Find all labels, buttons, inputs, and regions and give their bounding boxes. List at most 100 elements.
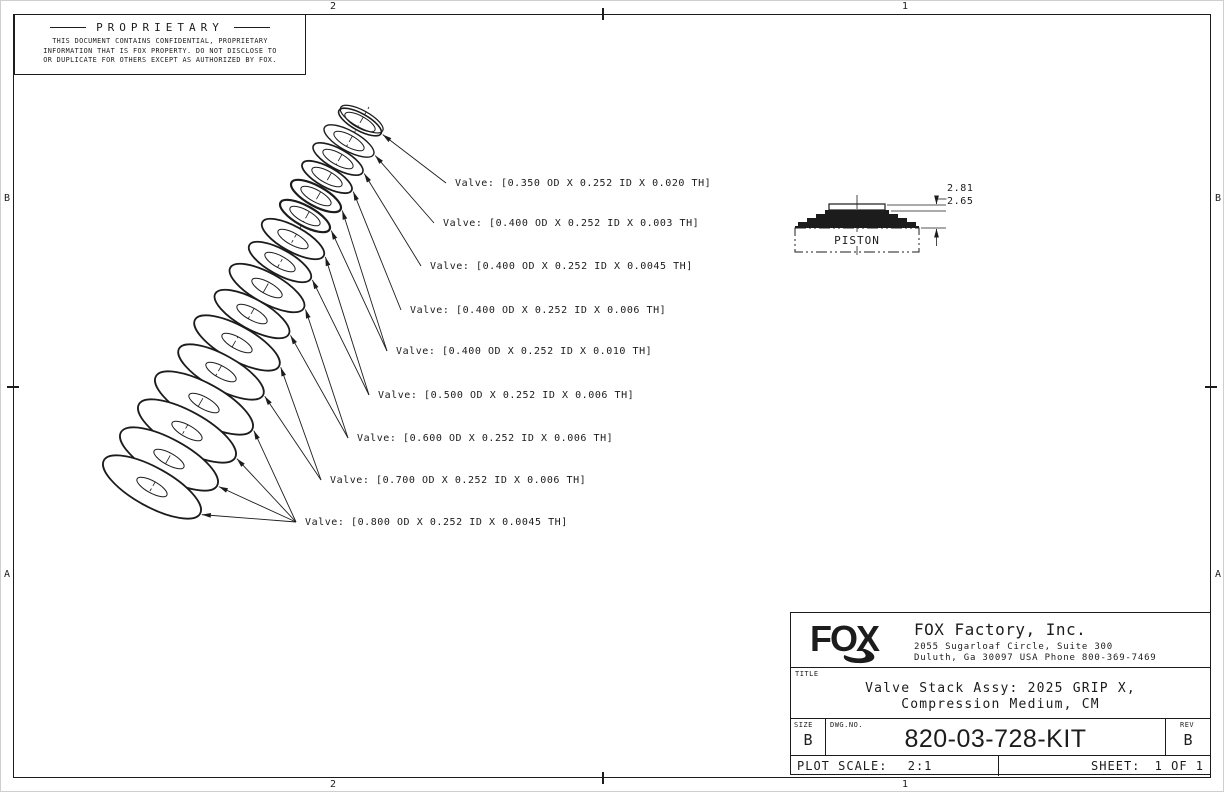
leader-arrow	[305, 309, 311, 319]
valve-disc-top-face	[339, 104, 384, 134]
size-label: SIZE	[794, 721, 813, 729]
fox-logo: FOX	[810, 618, 882, 664]
title-block: FOX FOX Factory, Inc. 2055 Sugarloaf Cir…	[790, 612, 1211, 776]
valve-disc-fill	[248, 241, 312, 283]
zone-label-left-a: A	[3, 569, 11, 580]
leader-line	[330, 230, 388, 352]
dwg-cell: DWG.NO. 820-03-728-KIT	[826, 719, 1166, 755]
valve-disc-hole	[153, 448, 185, 470]
piston-label-bg	[830, 233, 884, 246]
valve-disc-outline	[301, 159, 353, 195]
valve-disc-fill	[261, 218, 325, 260]
zone-label-left-b: B	[3, 193, 11, 204]
drawing-title-line-1: Valve Stack Assy: 2025 GRIP X,	[865, 681, 1136, 696]
dwg-number: 820-03-728-KIT	[904, 725, 1087, 753]
valve-disc-outline	[247, 240, 313, 284]
valve-disc-fill	[324, 124, 374, 158]
valve-disc-hole	[188, 392, 220, 414]
fox-logo-tail	[843, 648, 875, 664]
dwg-label: DWG.NO.	[830, 721, 864, 729]
leader-line	[363, 173, 422, 267]
leader-line	[324, 256, 370, 396]
valve-disc-fill	[194, 315, 280, 371]
valve-disc-hole	[322, 148, 354, 170]
valve-disc-outline	[289, 178, 343, 214]
valve-disc-fill	[137, 399, 237, 463]
title-block-company-row: FOX FOX Factory, Inc. 2055 Sugarloaf Cir…	[791, 613, 1210, 668]
leader-line	[382, 134, 447, 184]
zone-label-bottom-1: 1	[901, 779, 909, 790]
leader-line	[352, 191, 402, 311]
rev-cell: REV B	[1166, 719, 1210, 755]
leader-arrow	[325, 256, 331, 267]
leader-arrow	[253, 430, 260, 440]
sheet-border	[13, 14, 1211, 778]
leader-arrow	[353, 191, 359, 201]
proprietary-heading: PROPRIETARY	[15, 21, 305, 34]
leader-arrow	[218, 486, 229, 493]
size-value: B	[803, 731, 813, 749]
leader-arrow	[264, 396, 272, 406]
valve-disc-outline	[260, 217, 326, 261]
valve-disc-hole	[344, 111, 376, 133]
sheet-label: SHEET:	[1091, 759, 1141, 773]
company-name: FOX Factory, Inc.	[914, 620, 1087, 639]
plot-scale-label: PLOT SCALE:	[797, 759, 888, 773]
valve-disc-fill	[291, 179, 341, 213]
valve-disc-fill	[178, 344, 264, 400]
heading-dash-left	[50, 26, 87, 29]
title-block-scale-row: PLOT SCALE: 2:1 SHEET: 1 OF 1	[791, 756, 1210, 776]
zone-label-right-a: A	[1214, 569, 1222, 580]
zone-label-right-b: B	[1214, 193, 1222, 204]
sheet-value: 1 OF 1	[1154, 759, 1204, 773]
valve-disc-fill	[102, 455, 202, 519]
valve-disc-hole	[251, 277, 283, 299]
valve-disc-hole	[171, 420, 203, 442]
company-address-1: 2055 Sugarloaf Circle, Suite 300	[914, 642, 1113, 652]
title-block-number-row: SIZE B DWG.NO. 820-03-728-KIT REV B	[791, 719, 1210, 756]
zone-tick-top	[602, 8, 604, 20]
valve-disc-fill	[313, 142, 363, 176]
proprietary-notice: PROPRIETARY THIS DOCUMENT CONTAINS CONFI…	[14, 14, 306, 75]
valve-disc-hole	[300, 185, 332, 207]
proprietary-line-3: OR DUPLICATE FOR OTHERS EXCEPT AS AUTHOR…	[43, 56, 277, 64]
leader-line	[236, 458, 297, 523]
leader-arrow	[201, 512, 212, 518]
valve-disc-hole	[205, 361, 237, 383]
zone-tick-right	[1205, 386, 1217, 388]
title-label: TITLE	[795, 670, 819, 678]
plot-scale-cell: PLOT SCALE: 2:1	[791, 756, 999, 776]
leader-line	[218, 486, 297, 523]
leader-arrow	[312, 279, 319, 290]
zone-label-bottom-2: 2	[329, 779, 337, 790]
valve-disc-outline	[323, 124, 375, 158]
valve-disc-hole	[277, 228, 309, 250]
leader-arrow	[236, 458, 245, 467]
leader-line	[290, 335, 349, 439]
proprietary-line-2: INFORMATION THAT IS FOX PROPERTY. DO NOT…	[43, 46, 277, 55]
leader-arrow	[290, 335, 297, 345]
leader-line	[253, 430, 297, 523]
leader-arrow	[382, 134, 392, 142]
valve-disc-hole	[289, 205, 321, 227]
valve-disc-outline	[102, 454, 202, 520]
dim-arrow-up	[934, 228, 939, 238]
leader-line	[311, 279, 370, 396]
valve-disc-fill	[280, 199, 330, 233]
plot-scale-value: 2:1	[907, 759, 933, 773]
size-cell: SIZE B	[791, 719, 826, 755]
zone-label-top-1: 1	[901, 1, 909, 12]
valve-disc-outline	[312, 142, 364, 176]
leader-arrow	[331, 230, 338, 240]
rev-value: B	[1183, 731, 1193, 749]
leader-line	[264, 395, 322, 481]
leader-line	[201, 514, 297, 523]
leader-arrow	[364, 173, 371, 183]
proprietary-line-1: THIS DOCUMENT CONTAINS CONFIDENTIAL, PRO…	[52, 37, 268, 45]
leader-line	[341, 210, 388, 352]
leader-arrow	[375, 155, 383, 164]
leader-line	[374, 155, 435, 224]
valve-disc-fill	[302, 160, 352, 194]
